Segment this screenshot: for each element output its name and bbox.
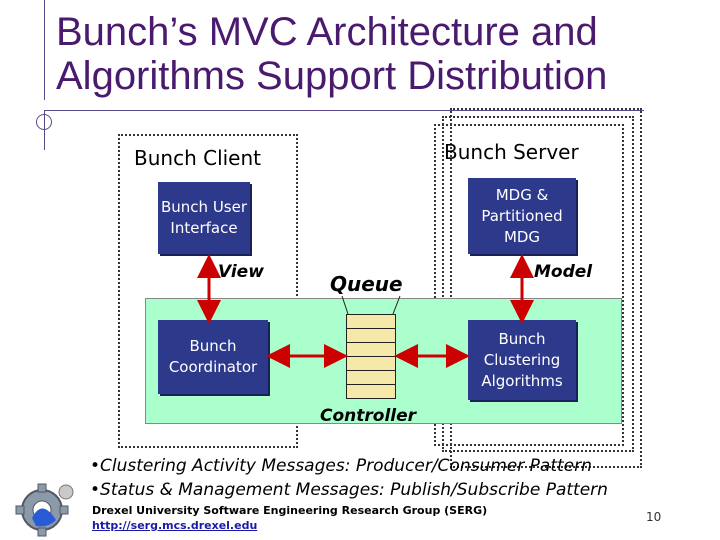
- server-frame-back-1: [442, 116, 634, 452]
- bullet-status-messages: •Status & Management Messages: Publish/S…: [90, 480, 608, 500]
- slide-title-line-1: Bunch’s MVC Architecture and: [56, 10, 598, 54]
- queue-funnel-left: [341, 295, 349, 315]
- controller-label: Controller: [320, 406, 417, 426]
- client-label: Bunch Client: [134, 146, 262, 170]
- mdg-box: MDG & Partitioned MDG: [468, 178, 576, 254]
- coordinator-box: Bunch Coordinator: [158, 320, 268, 394]
- coordinator-box-label: Bunch Coordinator: [168, 337, 258, 376]
- user-interface-box: Bunch User Interface: [158, 182, 250, 254]
- title-decoration-line: [44, 0, 45, 100]
- footer-website-link[interactable]: http://serg.mcs.drexel.edu: [92, 519, 258, 532]
- queue-label: Queue: [330, 272, 403, 296]
- server-frame: [434, 124, 624, 446]
- slide-title-line-2: Algorithms Support Distribution: [56, 54, 608, 98]
- client-frame: [118, 134, 298, 448]
- view-label: View: [218, 262, 264, 282]
- serg-logo-icon: [15, 483, 74, 537]
- mdg-box-label: MDG & Partitioned MDG: [481, 185, 563, 246]
- queue-slot: [346, 384, 396, 399]
- bullet-clustering-messages: •Clustering Activity Messages: Producer/…: [90, 456, 592, 476]
- server-label: Bunch Server: [444, 140, 579, 164]
- clustering-algorithms-box-label: Bunch Clustering Algorithms: [481, 329, 563, 390]
- server-frame-back-2: [450, 108, 642, 468]
- user-interface-box-label: Bunch User Interface: [161, 198, 248, 237]
- page-number: 10: [646, 510, 662, 524]
- footer-organization: Drexel University Software Engineering R…: [92, 504, 488, 517]
- title-underline: [44, 110, 644, 111]
- slide-title: Bunch’s MVC Architecture and Algorithms …: [56, 10, 716, 98]
- model-label: Model: [534, 262, 593, 282]
- clustering-algorithms-box: Bunch Clustering Algorithms: [468, 320, 576, 400]
- queue-funnel-right: [392, 295, 401, 315]
- title-decoration-line-lower: [44, 110, 45, 150]
